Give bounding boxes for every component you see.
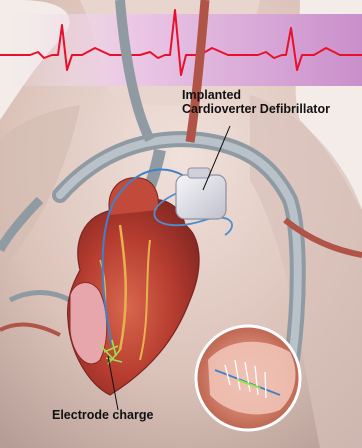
zoom-inset [196, 326, 300, 430]
ventricle-cutaway [70, 283, 107, 364]
device-label: Implanted Cardioverter Defibrillator [182, 88, 330, 116]
device-label-line2: Cardioverter Defibrillator [182, 102, 330, 116]
icd-device [176, 175, 226, 219]
device-label-line1: Implanted [182, 88, 330, 102]
electrode-label: Electrode charge [52, 408, 153, 422]
